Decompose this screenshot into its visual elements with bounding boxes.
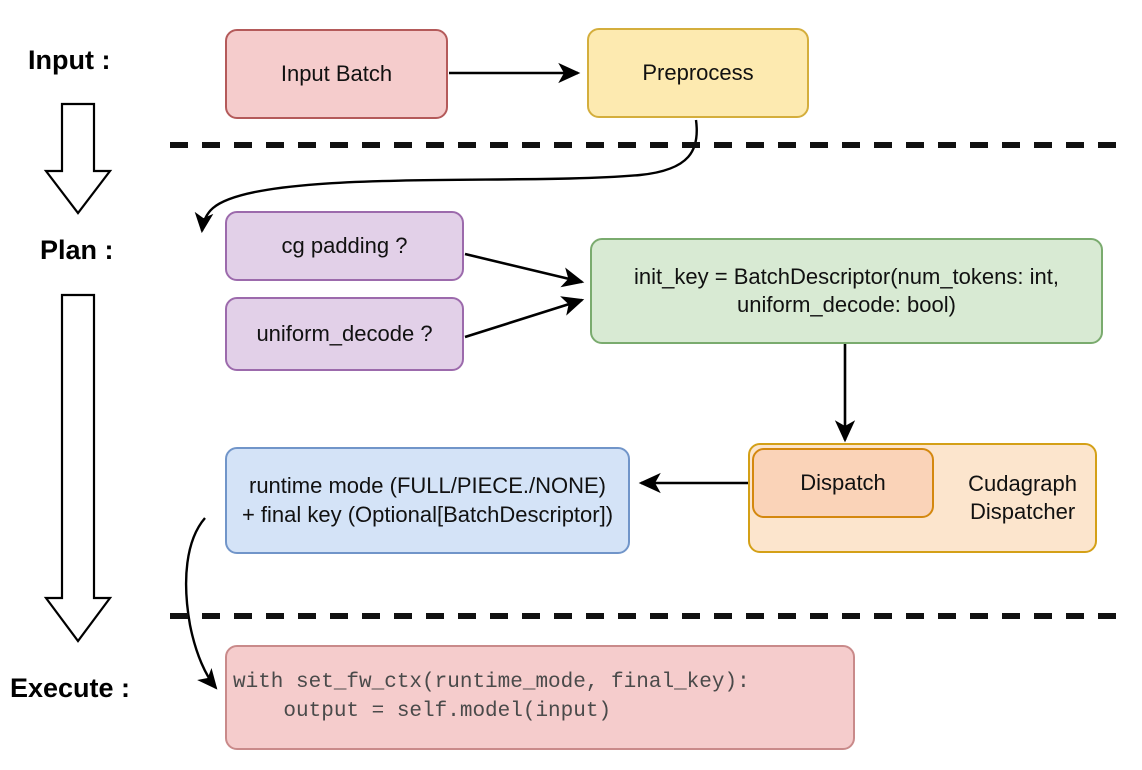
node-init-key[interactable]: init_key = BatchDescriptor(num_tokens: i…: [590, 238, 1103, 344]
node-dispatch[interactable]: Dispatch: [752, 448, 934, 518]
node-init-key-label: init_key = BatchDescriptor(num_tokens: i…: [634, 263, 1059, 317]
node-cudagraph-dispatcher-label: Cudagraph Dispatcher: [968, 470, 1077, 524]
node-runtime-mode-label: runtime mode (FULL/PIECE./NONE) + final …: [241, 473, 614, 527]
stage-arrow-input-to-plan: [43, 102, 113, 215]
edge-cg-padding-to-init-key: [464, 252, 585, 288]
edge-uniform-decode-to-init-key: [464, 296, 585, 339]
node-dispatch-label: Dispatch: [800, 469, 886, 495]
node-preprocess-label: Preprocess: [642, 59, 754, 85]
stage-label-plan: Plan :: [40, 235, 114, 265]
node-cg-padding-label: cg padding ?: [281, 232, 408, 258]
node-input-batch[interactable]: Input Batch: [225, 29, 448, 119]
node-uniform-decode-label: uniform_decode ?: [256, 320, 433, 346]
node-uniform-decode[interactable]: uniform_decode ?: [225, 297, 464, 371]
node-execute-code[interactable]: with set_fw_ctx(runtime_mode, final_key)…: [225, 645, 855, 750]
stage-label-input: Input :: [28, 45, 111, 75]
stage-label-execute: Execute :: [10, 673, 131, 703]
node-runtime-mode[interactable]: runtime mode (FULL/PIECE./NONE) + final …: [225, 447, 630, 554]
node-cg-padding[interactable]: cg padding ?: [225, 211, 464, 281]
node-preprocess[interactable]: Preprocess: [587, 28, 809, 118]
edge-runtime-mode-to-execute-code: [184, 517, 218, 690]
node-input-batch-label: Input Batch: [280, 60, 393, 86]
node-execute-code-label: with set_fw_ctx(runtime_mode, final_key)…: [233, 671, 750, 723]
stage-arrow-plan-to-execute: [43, 293, 113, 643]
